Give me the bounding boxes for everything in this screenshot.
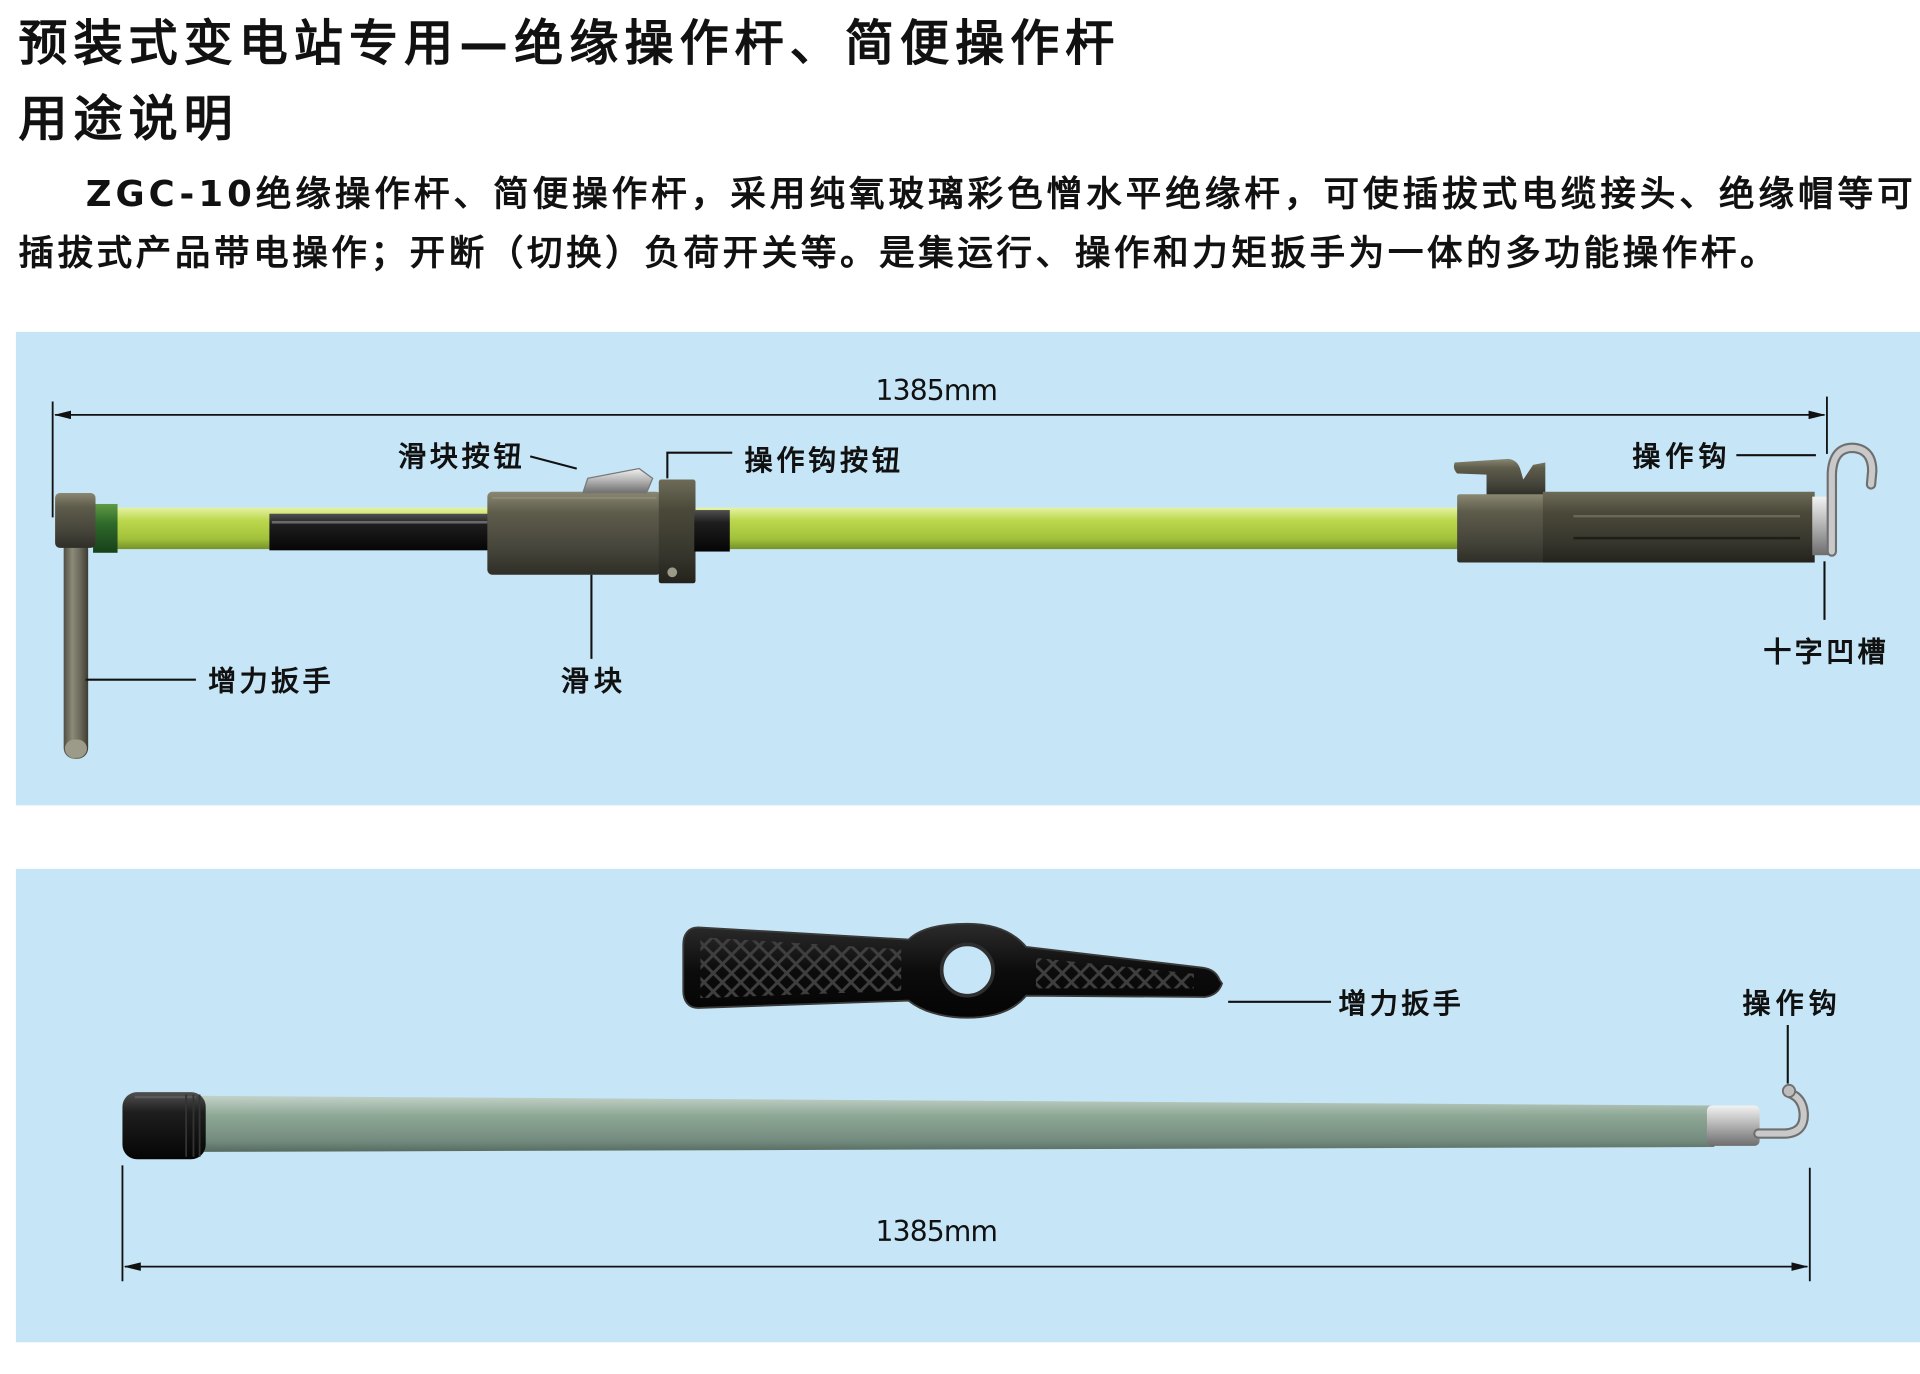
operating-hook <box>1755 1090 1807 1137</box>
head-claw <box>1453 458 1546 496</box>
black-sleeve <box>269 513 493 551</box>
operating-hook <box>1828 444 1876 555</box>
hook-label: 操作钩 <box>1632 440 1726 473</box>
metal-sleeve <box>1706 1105 1760 1146</box>
insulated-operating-rod <box>55 442 1878 759</box>
slider-button-lever <box>582 467 654 494</box>
dimension-value: 1385mm <box>876 1215 998 1248</box>
wrench-grip-pattern-right <box>1035 957 1194 989</box>
description-line-1: ZGC-10绝缘操作杆、简便操作杆，采用纯氧玻璃彩色憎水平绝缘杆，可使插拔式电缆… <box>86 174 1913 215</box>
insulated-rod-figure: 1385mm 滑块按钮 <box>15 331 1920 806</box>
hook-label: 操作钩 <box>1742 987 1836 1020</box>
wrench-grip-pattern-left <box>700 937 902 999</box>
simple-operating-rod <box>122 1083 1809 1160</box>
wrench-socket-hole <box>941 944 994 996</box>
simple-rod-figure: 增力扳手 操作钩 1385mm <box>15 868 1920 1343</box>
section-heading: 用途说明 <box>18 91 232 148</box>
description-line-2: 插拔式产品带电操作；开断（切换）负荷开关等。是集运行、操作和力矩扳手为一体的多功… <box>18 233 1775 274</box>
hook-tip-knob <box>1781 1083 1797 1098</box>
wrench-handle-tip <box>64 739 87 758</box>
hook-button-leader <box>666 451 733 479</box>
wrench-socket-rim <box>939 942 995 998</box>
length-dimension: 1385mm <box>121 1165 1811 1282</box>
slider-button-leader <box>529 455 577 470</box>
hook-button-label: 操作钩按钮 <box>744 444 900 477</box>
hook-button-screw <box>667 567 678 578</box>
dark-green-joint <box>93 503 118 553</box>
hook-button-block <box>658 479 696 584</box>
torque-wrench-handle <box>63 534 89 759</box>
black-ring <box>694 510 730 552</box>
grey-insulated-tube <box>195 1095 1715 1152</box>
header: 预装式变电站专用—绝缘操作杆、简便操作杆 用途说明 ZGC-10绝缘操作杆、简便… <box>18 15 1912 274</box>
head-body <box>1542 491 1815 563</box>
rod-end-cap <box>55 492 96 548</box>
page-title: 预装式变电站专用—绝缘操作杆、简便操作杆 <box>18 15 1114 72</box>
black-end-cap <box>122 1092 206 1160</box>
dimension-value: 1385mm <box>876 374 998 407</box>
length-dimension: 1385mm <box>51 374 1828 518</box>
slider-block <box>487 491 662 575</box>
torque-wrench <box>682 922 1224 1019</box>
head-flange <box>1457 494 1546 563</box>
